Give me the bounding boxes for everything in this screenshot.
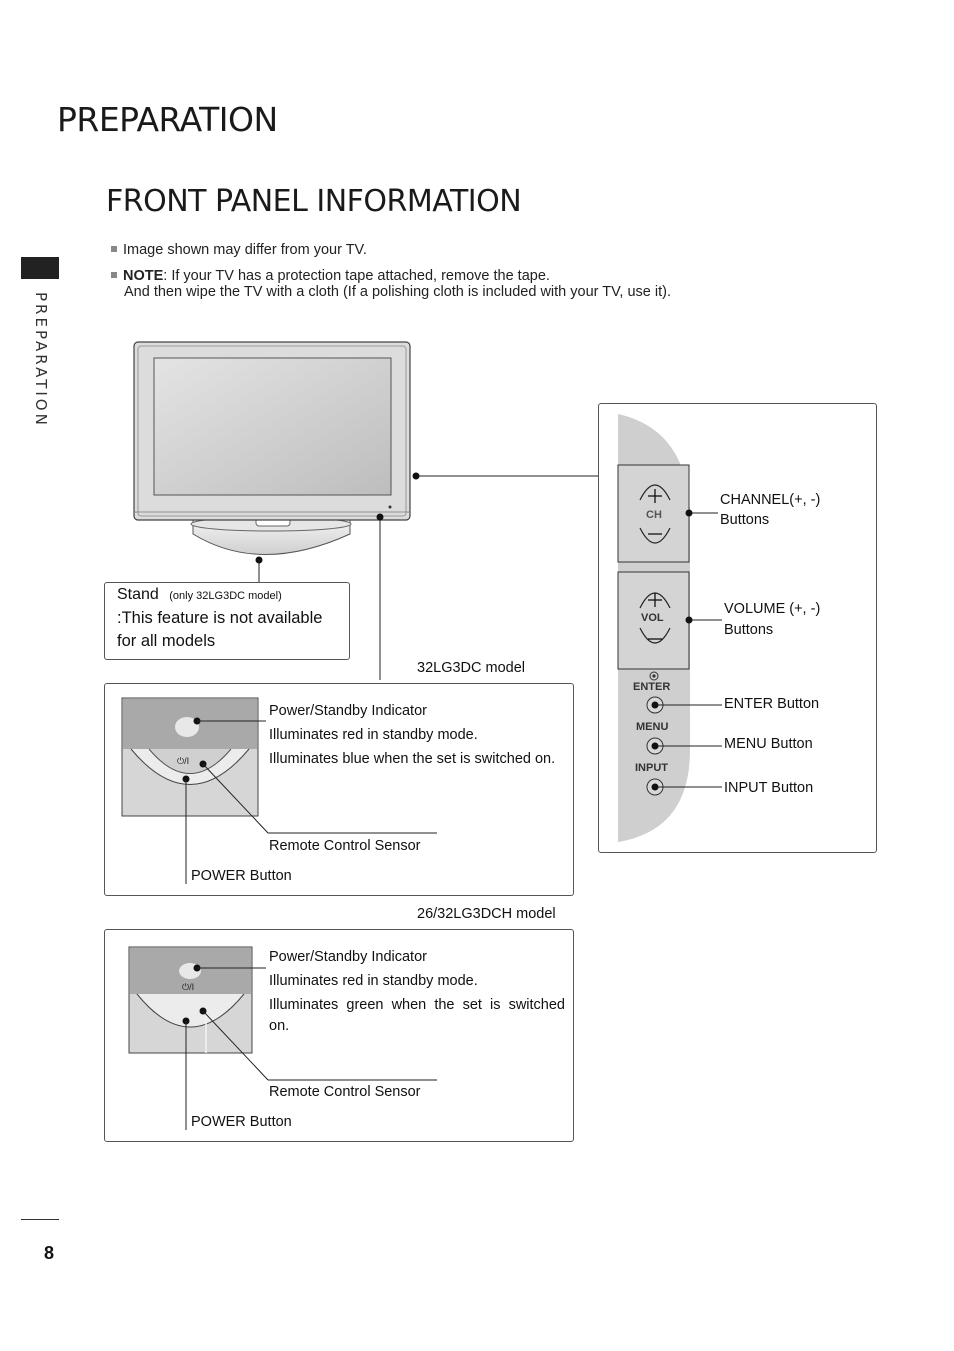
model2-power-symbol: ⏻/I [182, 982, 195, 992]
side-panel-shape [617, 414, 722, 842]
note-text: : If your TV has a protection tape attac… [163, 268, 550, 284]
note-line-2: And then wipe the TV with a cloth (If a … [124, 284, 671, 300]
note-bullet-1: Image shown may differ from your TV. [111, 242, 367, 258]
side-section-label: PREPARATION [32, 292, 50, 428]
menu-text: MENU [636, 721, 669, 733]
enter-button-label: ENTER Button [724, 696, 820, 712]
side-panel-overlay [598, 403, 877, 853]
page-rule [21, 1219, 59, 1220]
model2-sensor-label: Remote Control Sensor [269, 1084, 421, 1100]
input-text: INPUT [635, 762, 668, 774]
model2-indicator-title: Power/Standby Indicator [269, 949, 427, 965]
bullet-square-icon [111, 272, 117, 278]
volume-label: VOLUME (+, -) [724, 601, 821, 617]
channel-sub: Buttons [720, 512, 770, 528]
model1-sensor-label: Remote Control Sensor [269, 838, 421, 854]
model1-indicator-title: Power/Standby Indicator [269, 703, 427, 719]
vol-label: VOL [641, 612, 664, 624]
side-tab-marker [21, 257, 59, 279]
section-title: FRONT PANEL INFORMATION [106, 184, 522, 219]
model1-line-1: Illuminates red in standby mode. [269, 727, 478, 743]
stand-line-2: for all models [117, 632, 216, 650]
note-bullet-2: NOTE: If your TV has a protection tape a… [111, 268, 550, 284]
channel-label: CHANNEL(+, -) [720, 492, 821, 508]
model2-drawing [128, 946, 437, 1130]
bullet-square-icon [111, 246, 117, 252]
model1-power-label: POWER Button [191, 868, 292, 884]
tv-illustration [133, 341, 411, 555]
model2-power-label: POWER Button [191, 1114, 292, 1130]
input-button-label: INPUT Button [724, 780, 814, 796]
page-number: 8 [44, 1243, 55, 1263]
menu-button-label: MENU Button [724, 736, 813, 752]
stand-model-note: (only 32LG3DC model) [169, 590, 282, 602]
model2-line-2a: Illuminates green when the set is switch… [269, 997, 565, 1013]
model1-name: 32LG3DC model [417, 660, 525, 676]
model2-line-1: Illuminates red in standby mode. [269, 973, 478, 989]
stand-callout [104, 582, 350, 660]
model1-drawing [121, 697, 437, 884]
page-title: PREPARATION [57, 100, 278, 139]
stand-label: Stand (only 32LG3DC model) [117, 586, 282, 603]
ch-label: CH [646, 509, 662, 521]
stand-line-1: :This feature is not available [117, 609, 323, 627]
model1-line-2: Illuminates blue when the set is switche… [269, 751, 556, 767]
model2-name: 26/32LG3DCH model [417, 906, 556, 922]
enter-text: ENTER [633, 681, 671, 693]
model1-power-symbol: ⏻/I [177, 756, 190, 766]
volume-sub: Buttons [724, 622, 774, 638]
note-label: NOTE [123, 268, 164, 284]
model2-line-2b: on. [269, 1018, 290, 1034]
